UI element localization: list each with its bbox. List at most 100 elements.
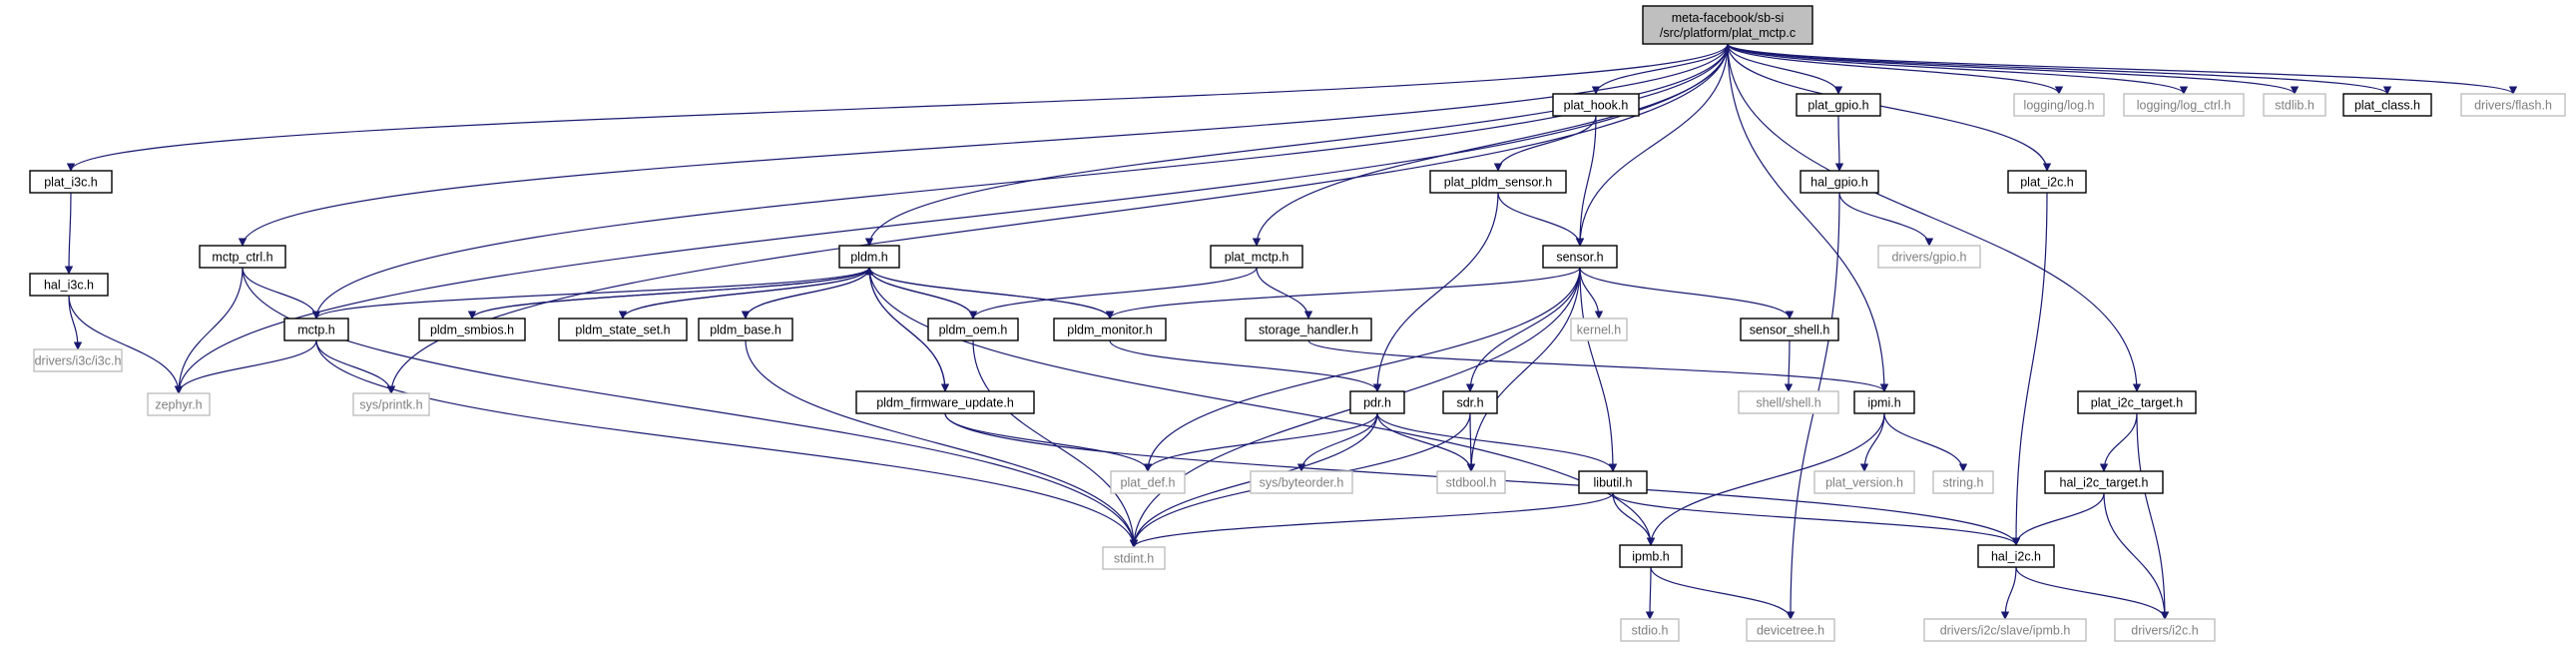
node-box [33, 348, 123, 372]
node-logging_log_ctrl[interactable]: logging/log_ctrl.h [2123, 93, 2245, 117]
node-label: sdr.h [1456, 396, 1483, 410]
edge-plat_pldm_sensor-to-pdr [1372, 192, 1499, 392]
node-libutil[interactable]: libutil.h [1578, 470, 1648, 494]
edge-ipmb-to-stdio [1645, 566, 1655, 620]
node-label: stdio.h [1632, 624, 1669, 638]
edge-plat_mctp-to-pldm_oem [968, 267, 1258, 320]
edge-libutil-to-ipmb [1612, 492, 1656, 546]
node-box [1796, 93, 1881, 117]
node-label: mctp.h [297, 324, 335, 337]
node-box [1102, 546, 1166, 570]
node-plat_i2c[interactable]: plat_i2c.h [2007, 170, 2087, 194]
node-drivers_gpio[interactable]: drivers/gpio.h [1877, 245, 1981, 269]
node-plat_pldm_sensor[interactable]: plat_pldm_sensor.h [1429, 170, 1567, 194]
node-plat_mctp[interactable]: plat_mctp.h [1210, 245, 1303, 269]
node-box [1429, 170, 1567, 194]
node-devicetree[interactable]: devicetree.h [1746, 618, 1835, 642]
node-label: logging/log_ctrl.h [2137, 99, 2232, 113]
edge-hal_gpio-to-drivers_gpio [1838, 192, 1934, 247]
node-box [1923, 618, 2087, 642]
node-pldm_oem[interactable]: pldm_oem.h [927, 318, 1019, 341]
node-label: pdr.h [1363, 396, 1391, 410]
node-stdbool[interactable]: stdbool.h [1436, 470, 1506, 494]
node-label: plat_i2c.h [2020, 176, 2074, 190]
node-stdint[interactable]: stdint.h [1102, 546, 1166, 570]
node-storage_handler[interactable]: storage_handler.h [1245, 318, 1372, 341]
edge-pldm_base-to-stdint [745, 339, 1139, 548]
node-plat_class[interactable]: plat_class.h [2342, 93, 2432, 117]
node-zephyr[interactable]: zephyr.h [147, 392, 211, 416]
node-pldm[interactable]: pldm.h [838, 245, 900, 269]
edge-hal_i2c-to-drivers_i2c_slave_ipmb [2000, 566, 2017, 620]
node-label: pldm_firmware_update.h [876, 396, 1014, 410]
node-pldm_fw[interactable]: pldm_firmware_update.h [855, 390, 1035, 414]
node-hal_i2c[interactable]: hal_i2c.h [1977, 544, 2055, 568]
node-logging_log[interactable]: logging/log.h [2013, 93, 2105, 117]
node-sensor[interactable]: sensor.h [1542, 245, 1618, 269]
node-box [418, 318, 526, 341]
node-sys_printk[interactable]: sys/printk.h [352, 392, 430, 416]
edge-sdr-to-stdbool [1466, 412, 1476, 472]
node-hal_i2c_target[interactable]: hal_i2c_target.h [2044, 470, 2164, 494]
edge-mctp-to-stdint [315, 339, 1139, 548]
node-pldm_smbios[interactable]: pldm_smbios.h [418, 318, 526, 341]
node-drivers_i3c[interactable]: drivers/i3c/i3c.h [33, 348, 123, 372]
node-label: storage_handler.h [1259, 324, 1358, 337]
edge-mctp_ctrl-to-zephyr [174, 267, 244, 394]
node-plat_gpio[interactable]: plat_gpio.h [1796, 93, 1881, 117]
node-label: plat_gpio.h [1807, 99, 1868, 113]
node-label: plat_pldm_sensor.h [1444, 176, 1552, 190]
node-pldm_monitor[interactable]: pldm_monitor.h [1053, 318, 1167, 341]
node-string[interactable]: string.h [1932, 470, 1994, 494]
node-root[interactable]: meta-facebook/sb-si/src/platform/plat_mc… [1642, 5, 1813, 45]
node-plat_hook[interactable]: plat_hook.h [1552, 93, 1640, 117]
node-drivers_flash[interactable]: drivers/flash.h [2460, 93, 2566, 117]
edge-plat_pldm_sensor-to-sensor [1497, 192, 1585, 247]
node-pldm_base[interactable]: pldm_base.h [698, 318, 793, 341]
node-pdr[interactable]: pdr.h [1349, 390, 1405, 414]
edge-root-to-ipmi [1727, 43, 1889, 392]
node-ipmb[interactable]: ipmb.h [1619, 544, 1683, 568]
edge-pdr-to-sys_byteorder [1296, 412, 1378, 472]
edge-plat_i3c-to-hal_i3c [64, 192, 74, 275]
node-label: stdlib.h [2275, 99, 2315, 113]
node-label: ipmb.h [1632, 550, 1670, 564]
node-stdlib[interactable]: stdlib.h [2263, 93, 2326, 117]
node-hal_i3c[interactable]: hal_i3c.h [29, 273, 109, 297]
node-sdr[interactable]: sdr.h [1442, 390, 1498, 414]
edge-sensor-to-pldm_monitor [1105, 267, 1581, 320]
node-drivers_i2c_slave_ipmb[interactable]: drivers/i2c/slave/ipmb.h [1923, 618, 2087, 642]
node-box [2077, 390, 2197, 414]
node-mctp_ctrl[interactable]: mctp_ctrl.h [199, 245, 286, 269]
node-ipmi[interactable]: ipmi.h [1853, 390, 1915, 414]
node-sensor_shell[interactable]: sensor_shell.h [1740, 318, 1839, 341]
node-box [1642, 5, 1813, 45]
node-box [855, 390, 1035, 414]
node-plat_def[interactable]: plat_def.h [1110, 470, 1186, 494]
node-stdio[interactable]: stdio.h [1620, 618, 1680, 642]
node-drivers_i2c[interactable]: drivers/i2c.h [2114, 618, 2216, 642]
node-plat_i3c[interactable]: plat_i3c.h [29, 170, 113, 194]
node-box [2123, 93, 2245, 117]
node-mctp[interactable]: mctp.h [283, 318, 349, 341]
node-plat_version[interactable]: plat_version.h [1813, 470, 1915, 494]
edge-root-to-plat_i2c [1727, 43, 2052, 172]
node-box [2263, 93, 2326, 117]
edge-sensor-to-libutil [1579, 267, 1618, 472]
node-pldm_state_set[interactable]: pldm_state_set.h [558, 318, 688, 341]
node-label: sys/printk.h [359, 398, 422, 412]
node-box [2460, 93, 2566, 117]
node-box [2013, 93, 2105, 117]
edge-root-to-plat_i2c_target [1727, 43, 2142, 392]
edge-hal_i2c_target-to-hal_i2c [2011, 492, 2105, 546]
node-sys_byteorder[interactable]: sys/byteorder.h [1250, 470, 1353, 494]
node-box [1578, 470, 1648, 494]
node-box [29, 273, 109, 297]
node-kernel[interactable]: kernel.h [1570, 318, 1628, 341]
node-plat_i2c_target[interactable]: plat_i2c_target.h [2077, 390, 2197, 414]
node-shell_shell[interactable]: shell/shell.h [1738, 390, 1839, 414]
node-hal_gpio[interactable]: hal_gpio.h [1800, 170, 1879, 194]
edge-pldm_monitor-to-pldm [864, 267, 1111, 320]
edge-plat_hook-to-sensor [1575, 115, 1597, 247]
